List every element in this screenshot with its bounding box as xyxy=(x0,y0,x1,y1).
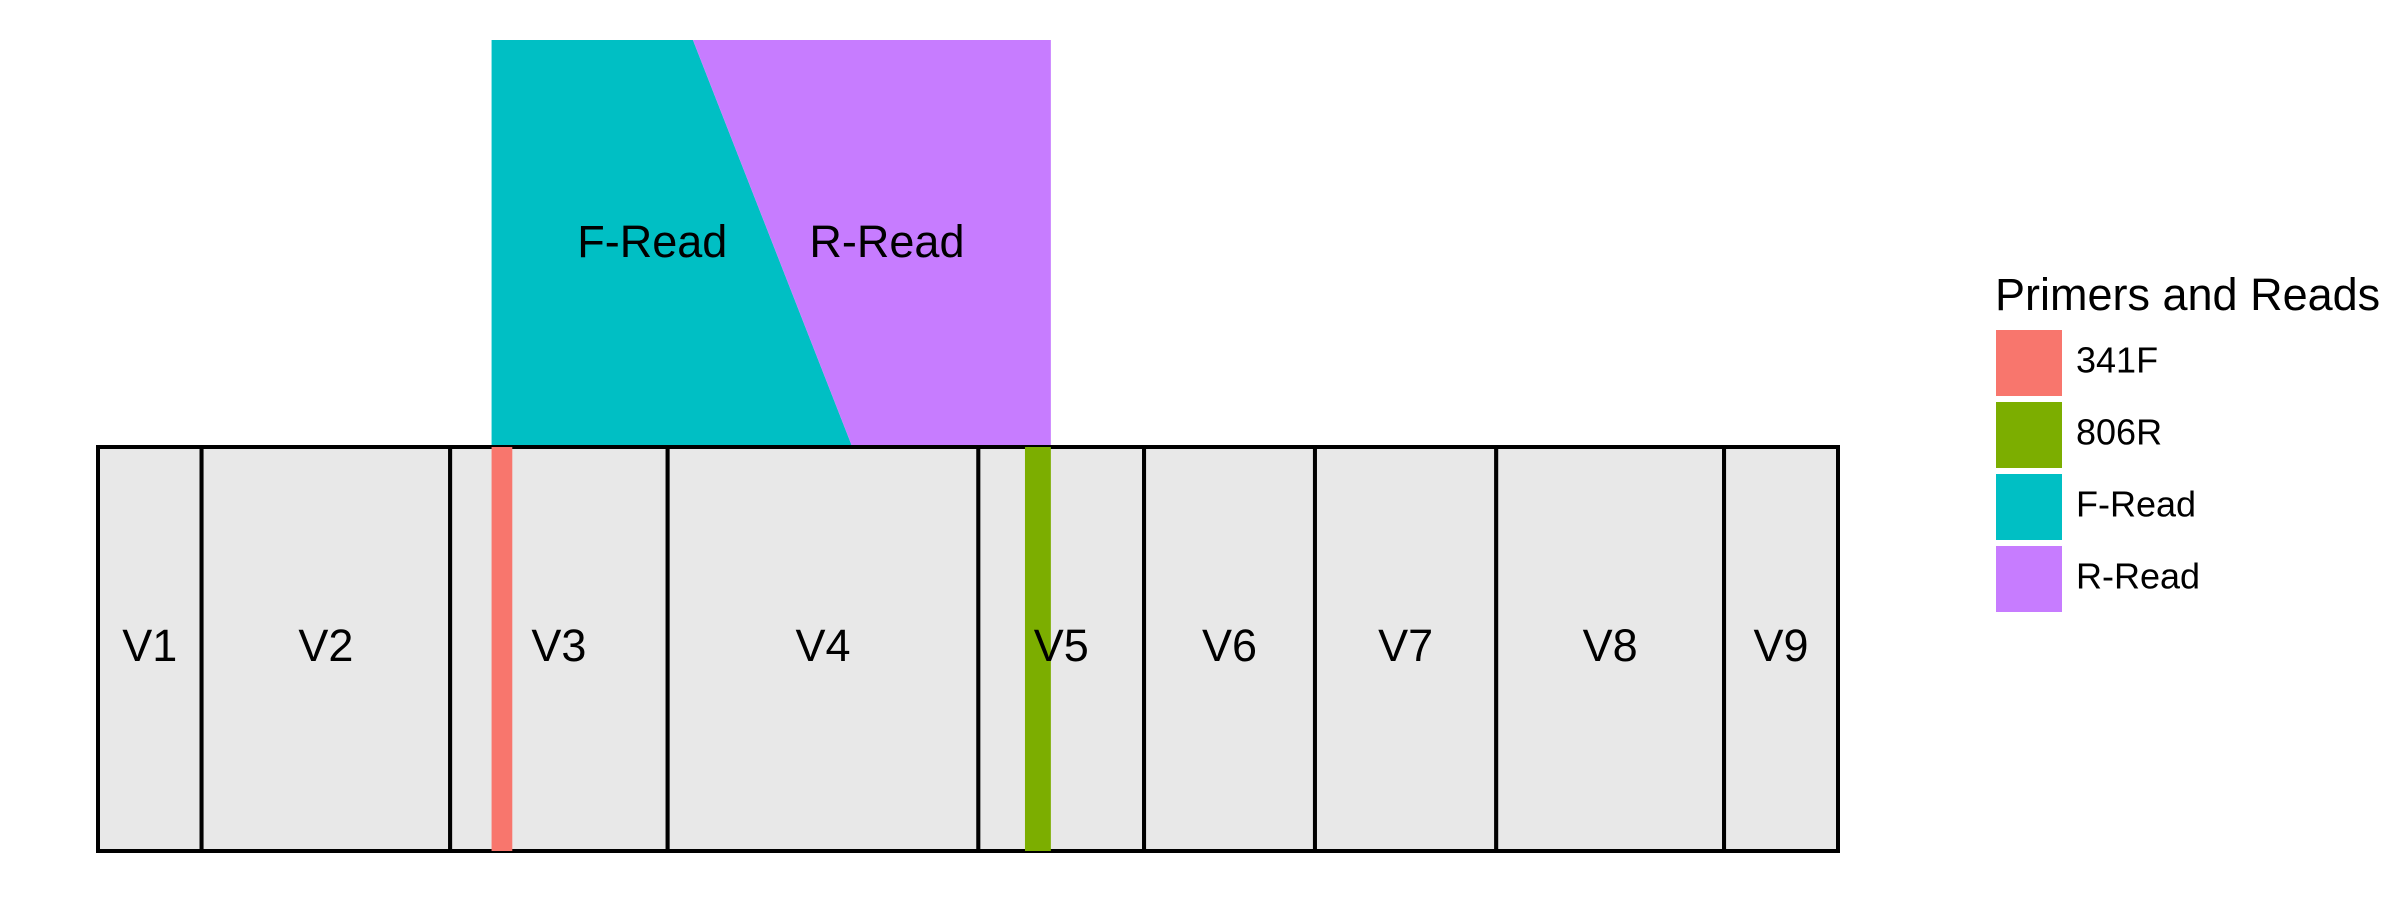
f-read-label: F-Read xyxy=(577,216,727,267)
primers-layer xyxy=(491,447,1051,851)
regions-layer xyxy=(96,445,1840,853)
region-label-v6: V6 xyxy=(1202,620,1257,671)
region-label-v7: V7 xyxy=(1378,620,1433,671)
legend-key-r-read xyxy=(1996,546,2062,612)
region-v4 xyxy=(665,445,981,853)
region-v2 xyxy=(199,445,453,853)
legend-label-341f: 341F xyxy=(2076,340,2158,381)
region-v3 xyxy=(448,445,670,853)
region-label-v4: V4 xyxy=(795,620,850,671)
region-v7 xyxy=(1312,445,1499,853)
region-label-v2: V2 xyxy=(298,620,353,671)
reads-layer: F-Read R-Read xyxy=(491,40,1051,447)
primer-806r xyxy=(1024,447,1051,851)
f-read-block xyxy=(491,40,853,447)
legend-label-f-read: F-Read xyxy=(2076,484,2196,525)
legend-key-f-read xyxy=(1996,474,2062,540)
region-v6 xyxy=(1142,445,1317,853)
legend-title: Primers and Reads xyxy=(1995,269,2380,320)
region-label-v9: V9 xyxy=(1754,620,1809,671)
legend-label-806r: 806R xyxy=(2076,412,2162,453)
legend-label-r-read: R-Read xyxy=(2076,556,2200,597)
r-read-label: R-Read xyxy=(809,216,964,267)
region-labels-layer: V1 V2 V3 V4 V5 V6 V7 V8 V9 xyxy=(122,620,1808,671)
region-label-v8: V8 xyxy=(1583,620,1638,671)
region-label-v5: V5 xyxy=(1034,620,1089,671)
legend-key-341f xyxy=(1996,330,2062,396)
region-v5 xyxy=(976,445,1147,853)
region-label-v1: V1 xyxy=(122,620,177,671)
region-label-v3: V3 xyxy=(531,620,586,671)
primer-341f xyxy=(491,447,513,851)
legend-key-806r xyxy=(1996,402,2062,468)
region-v9 xyxy=(1722,445,1840,853)
r-read-block xyxy=(692,40,1051,447)
